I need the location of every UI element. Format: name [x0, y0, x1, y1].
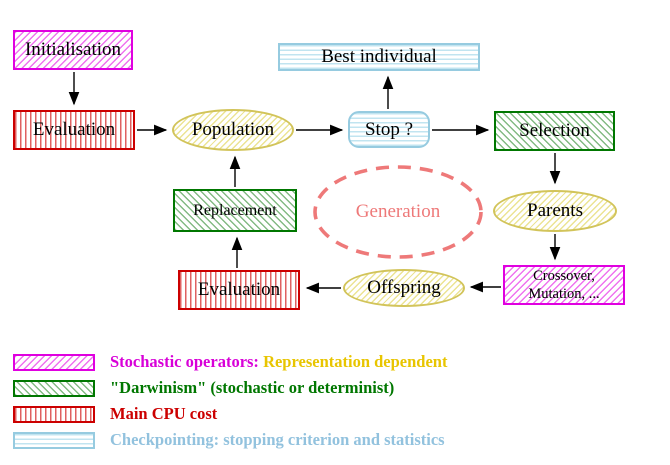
legend-row-stochastic: Stochastic operators: Representation dep… — [13, 352, 447, 372]
legend-row-checkpointing: Checkpointing: stopping criterion and st… — [13, 430, 445, 450]
node-evaluation-top: Evaluation — [13, 110, 135, 150]
node-best-individual-label: Best individual — [321, 46, 437, 67]
generation-loop-ellipse — [313, 165, 483, 259]
legend-swatch-darwinism — [13, 379, 95, 397]
node-selection: Selection — [494, 111, 615, 151]
node-replacement: Replacement — [173, 189, 297, 232]
legend-row-cpu-cost: Main CPU cost — [13, 404, 217, 424]
node-stop: Stop ? — [348, 111, 430, 148]
legend-label-representation: Representation dependent — [263, 352, 448, 371]
node-stop-label: Stop ? — [364, 118, 414, 140]
legend-swatch-stochastic — [13, 353, 95, 371]
node-crossover-mutation-label: Crossover, Mutation, ... — [528, 267, 599, 303]
node-initialisation: Initialisation — [13, 30, 133, 70]
node-offspring: Offspring — [343, 269, 465, 307]
legend-label-checkpointing: Checkpointing: stopping criterion and st… — [110, 430, 445, 449]
node-crossover-mutation: Crossover, Mutation, ... — [503, 265, 625, 305]
legend-text-stochastic: Stochastic operators: Representation dep… — [110, 352, 447, 372]
legend-label-darwinism: "Darwinism" (stochastic or determinist) — [110, 378, 395, 397]
node-population-label: Population — [191, 119, 275, 140]
node-parents: Parents — [493, 190, 617, 232]
node-evaluation-bottom-label: Evaluation — [197, 279, 281, 300]
node-parents-label: Parents — [527, 200, 583, 221]
legend-row-darwinism: "Darwinism" (stochastic or determinist) — [13, 378, 394, 398]
node-initialisation-label: Initialisation — [24, 39, 122, 60]
node-population: Population — [172, 109, 294, 151]
node-evaluation-bottom: Evaluation — [178, 270, 300, 310]
arrows — [68, 72, 561, 294]
node-offspring-label: Offspring — [367, 277, 441, 298]
crossover-line2: Mutation, ... — [528, 286, 600, 302]
node-selection-label: Selection — [519, 120, 590, 141]
node-evaluation-top-label: Evaluation — [32, 119, 116, 140]
legend-label-cpu-cost: Main CPU cost — [110, 404, 218, 423]
legend-swatch-checkpointing — [13, 431, 95, 449]
generation-label: Generation — [355, 201, 441, 222]
crossover-line1: Crossover, — [533, 268, 595, 284]
legend-swatch-cpu-cost — [13, 405, 95, 423]
legend-label-stochastic: Stochastic operators: — [110, 352, 259, 371]
node-best-individual: Best individual — [278, 43, 480, 71]
node-replacement-label: Replacement — [193, 201, 277, 219]
